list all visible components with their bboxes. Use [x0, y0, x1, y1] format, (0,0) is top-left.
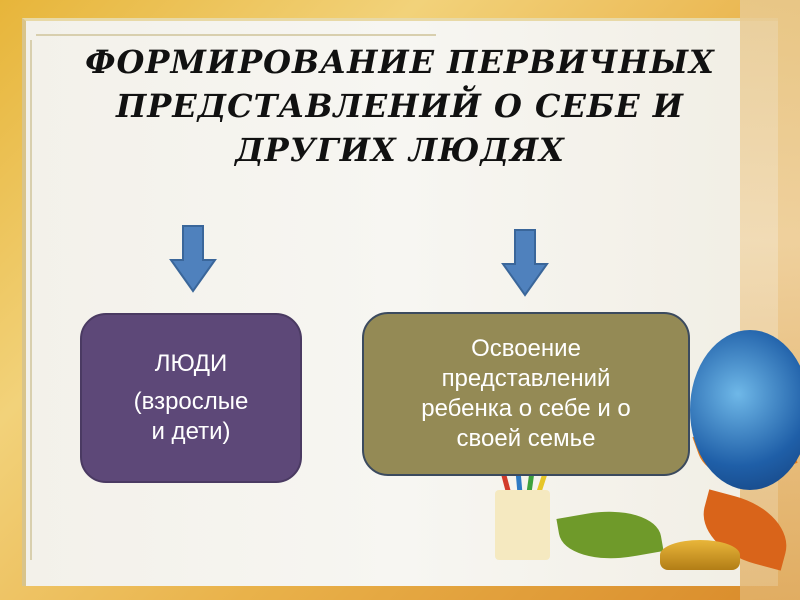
down-arrow-icon: [501, 229, 549, 297]
slide-title: ФОРМИРОВАНИЕ ПЕРВИЧНЫХ ПРЕДСТАВЛЕНИЙ О С…: [40, 40, 760, 172]
slide-panel: [22, 18, 778, 586]
globe-stand: [660, 540, 740, 570]
box-text-line: ребенка о себе и о: [421, 395, 631, 422]
down-arrow-icon: [169, 225, 217, 293]
title-line: ФОРМИРОВАНИЕ ПЕРВИЧНЫХ: [85, 43, 715, 81]
box-text-line: ЛЮДИ: [154, 350, 228, 377]
box-text-line: (взрослые: [133, 388, 249, 415]
box-text-line: своей семье: [456, 425, 596, 452]
people-box: ЛЮДИ (взрослые и дети): [80, 313, 302, 483]
decorative-line: [30, 40, 32, 560]
autumn-leaves-decoration: [740, 0, 800, 600]
globe-illustration: [690, 330, 800, 490]
box-text-line: и дети): [151, 418, 231, 445]
box-text-line: Освоение: [471, 335, 581, 362]
pencil-cup-decoration: [495, 490, 550, 560]
decorative-line: [36, 34, 436, 36]
title-line: ПРЕДСТАВЛЕНИЙ О СЕБЕ И: [115, 87, 685, 125]
box-text-line: представлений: [441, 365, 611, 392]
self-concept-box: Освоение представлений ребенка о себе и …: [362, 312, 690, 476]
title-line: ДРУГИХ ЛЮДЯХ: [235, 131, 565, 169]
